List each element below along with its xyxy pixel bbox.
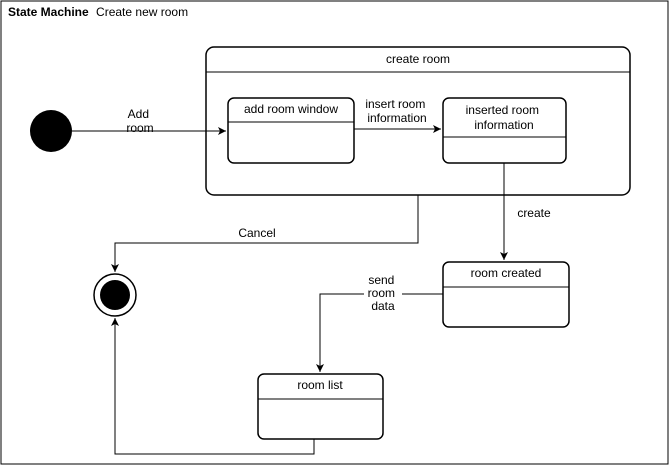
state-create-room-label: create room (386, 52, 450, 66)
transition-send-room-data-label-bg (364, 272, 402, 316)
transition-room-list-to-final[interactable] (111, 318, 315, 455)
state-room-list[interactable]: room list (257, 373, 384, 440)
transition-insert-room-information-label: insert room information (365, 97, 428, 125)
initial-state[interactable] (30, 110, 72, 152)
frame-title: State Machine Create new room (8, 5, 188, 19)
state-room-list-label: room list (297, 378, 343, 392)
state-room-created[interactable]: room created (442, 261, 570, 328)
transition-create-label: create (517, 206, 551, 220)
state-inserted-room-information-label: inserted room information (466, 103, 543, 132)
frame-title-keyword: State Machine (8, 5, 89, 19)
state-inserted-room-information[interactable]: inserted room information (442, 97, 567, 164)
transition-cancel-label: Cancel (238, 226, 275, 240)
state-room-created-label: room created (471, 266, 542, 280)
final-state[interactable] (93, 273, 137, 317)
transition-send-room-data-label: send room data (368, 273, 399, 313)
state-add-room-window[interactable]: add room window (227, 97, 355, 164)
frame-title-name: Create new room (96, 5, 188, 19)
transition-cancel[interactable] (111, 195, 419, 272)
state-add-room-window-label: add room window (244, 102, 338, 116)
transition-add-room-label: Add room (126, 107, 153, 135)
